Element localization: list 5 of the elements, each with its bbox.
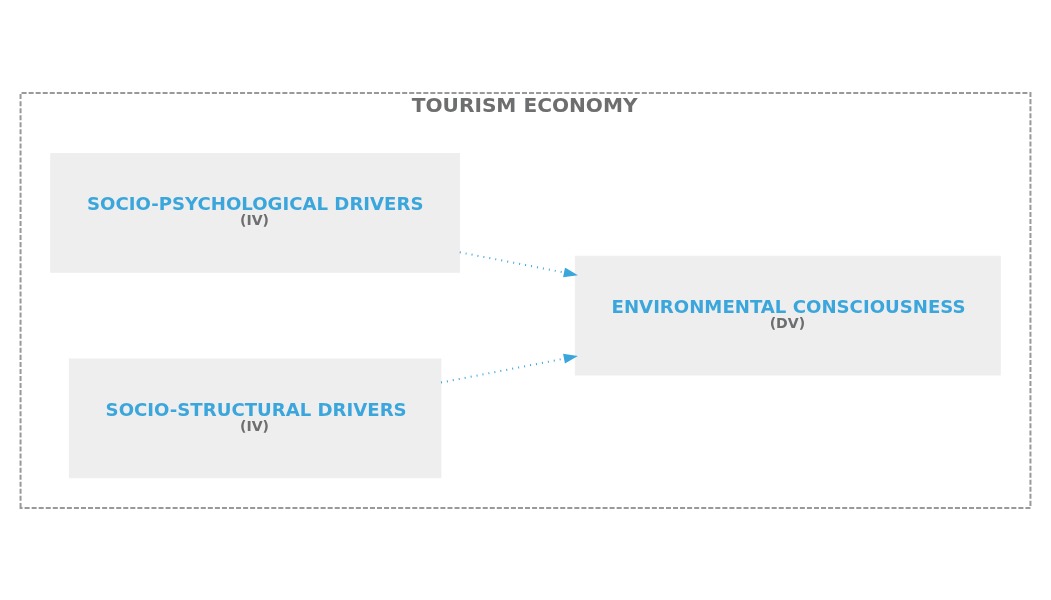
node-box: SOCIO-STRUCTURAL DRIVERS (IV) bbox=[68, 357, 442, 478]
arrow bbox=[459, 250, 578, 277]
arrow bbox=[440, 353, 578, 383]
node-box: SOCIO-PSYCHOLOGICAL DRIVERS (IV) bbox=[50, 152, 461, 273]
node-box: ENVIRONMENTAL CONSCIOUSNESS (DV) bbox=[574, 255, 1001, 375]
